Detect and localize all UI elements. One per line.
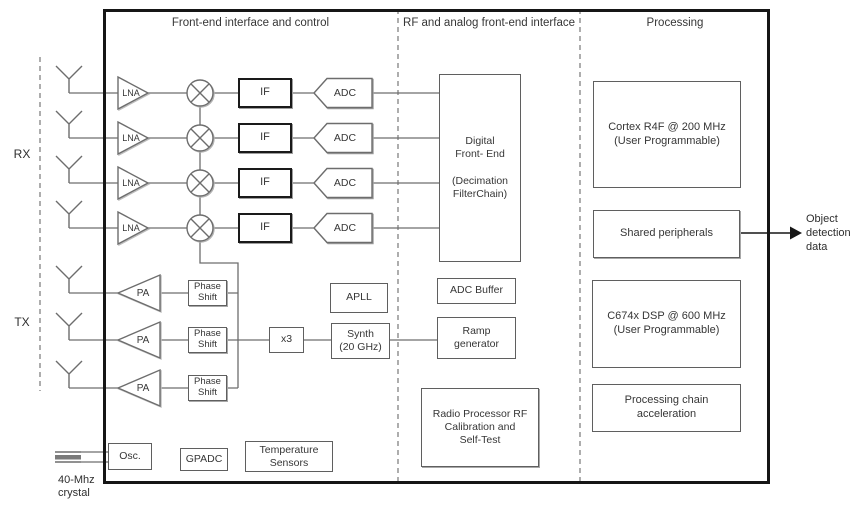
pa-amplifier-shapes <box>116 273 161 408</box>
adc-4-label: ADC <box>333 222 357 234</box>
radio-processor-block: Radio Processor RF Calibration and Self-… <box>421 388 539 467</box>
processing-chain-accel-block: Processing chain acceleration <box>592 384 741 432</box>
pa-2-label: PA <box>136 334 150 346</box>
rx-signal-lines <box>69 92 439 229</box>
rx-label: RX <box>13 147 31 161</box>
if-block-4: IF <box>238 213 292 243</box>
adc-shapes <box>313 77 373 244</box>
output-arrow <box>740 226 802 240</box>
adc-buffer-block: ADC Buffer <box>437 278 516 304</box>
adc-3-label: ADC <box>333 177 357 189</box>
lna-4-label: LNA <box>122 223 140 233</box>
phase-shift-2: Phase Shift <box>188 327 227 353</box>
pa-3-label: PA <box>136 382 150 394</box>
if-block-2: IF <box>238 123 292 153</box>
pa-1-label: PA <box>136 287 150 299</box>
temperature-sensors-block: Temperature Sensors <box>245 441 333 472</box>
digital-front-end-block: Digital Front- End (Decimation FilterCha… <box>439 74 521 262</box>
lna-2-label: LNA <box>122 133 140 143</box>
section-divider-dashed-lines <box>397 9 581 484</box>
tx-signal-lines <box>69 292 188 389</box>
crystal-icon <box>55 451 108 463</box>
lna-3-label: LNA <box>122 178 140 188</box>
phase-shift-3: Phase Shift <box>188 375 227 401</box>
adc-1-label: ADC <box>333 87 357 99</box>
mixer-icons <box>186 79 214 242</box>
section-title-rf-analog: RF and analog front-end interface <box>403 17 575 29</box>
synth-block: Synth (20 GHz) <box>331 323 390 359</box>
cortex-r4f-block: Cortex R4F @ 200 MHz (User Programmable) <box>593 81 741 188</box>
lna-amplifier-shapes <box>117 75 150 246</box>
tx-label: TX <box>14 315 30 329</box>
if-block-3: IF <box>238 168 292 198</box>
crystal-label: 40-Mhz crystal <box>58 474 95 499</box>
c674x-dsp-block: C674x DSP @ 600 MHz (User Programmable) <box>592 280 741 368</box>
lo-distribution-lines <box>199 106 437 389</box>
shared-peripherals-block: Shared peripherals <box>593 210 740 258</box>
ramp-generator-block: Ramp generator <box>437 317 516 359</box>
section-title-processing: Processing <box>646 17 704 29</box>
adc-2-label: ADC <box>333 132 357 144</box>
object-detection-data-label: Object detection data <box>806 213 851 253</box>
lna-1-label: LNA <box>122 88 140 98</box>
x3-multiplier: x3 <box>269 327 304 353</box>
gpadc-block: GPADC <box>180 448 228 471</box>
phase-shift-1: Phase Shift <box>188 280 227 306</box>
rx-antenna-icons <box>55 65 83 228</box>
section-title-front-end: Front-end interface and control <box>171 17 330 29</box>
if-block-1: IF <box>238 78 292 108</box>
apll-block: APLL <box>330 283 388 313</box>
tx-antenna-icons <box>55 265 83 388</box>
osc-block: Osc. <box>108 443 152 470</box>
